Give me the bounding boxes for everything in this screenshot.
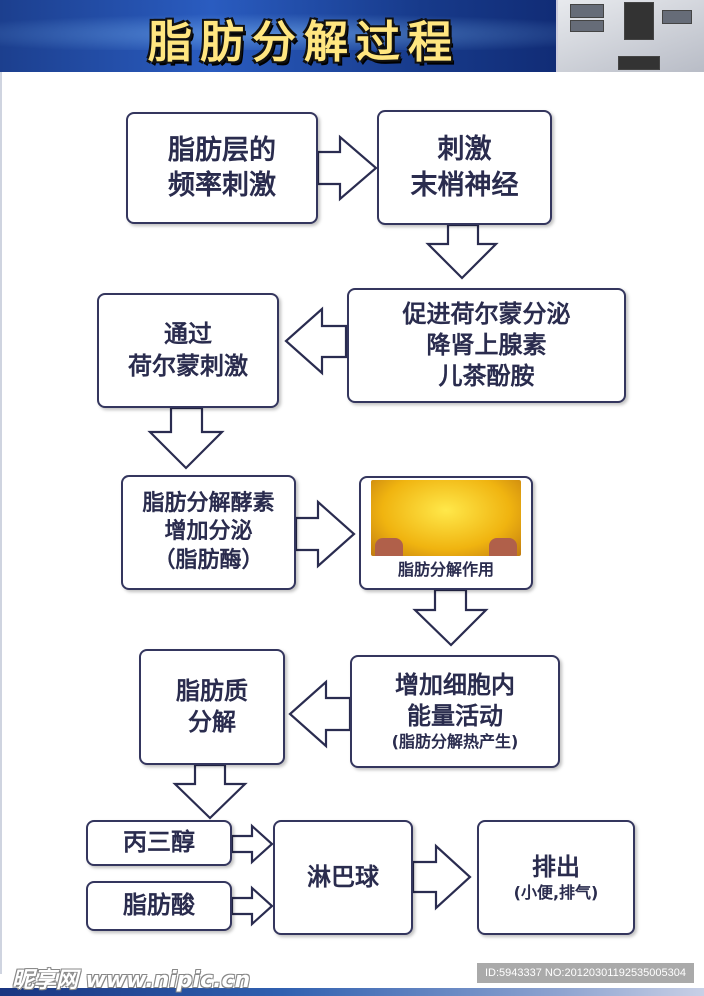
watermark-logo: 昵享网 www.nipic.cn	[12, 968, 251, 993]
box-text: 荷尔蒙刺激	[128, 351, 248, 380]
arrow-left-1	[284, 306, 348, 376]
device-image	[556, 0, 704, 72]
box-text: 脂肪层的	[168, 134, 276, 166]
box-fat-breakdown-photo: 脂肪分解作用	[359, 476, 533, 590]
box-text: 刺激	[437, 134, 492, 166]
box-glycerol: 丙三醇	[86, 820, 232, 866]
box-text: 分解	[188, 708, 236, 736]
box-text: 儿茶酚胺	[438, 362, 535, 391]
box-text: 排出	[532, 852, 580, 881]
box-text: （脂肪酶）	[153, 547, 264, 573]
page-title: 脂肪分解过程	[148, 17, 460, 68]
arrow-down-1	[425, 223, 499, 280]
box-text: 脂肪酸	[123, 891, 195, 920]
box-text: 降肾上腺素	[426, 330, 547, 359]
box-hormone-stimulation: 通过 荷尔蒙刺激	[97, 293, 279, 408]
box-text: (小便,排气)	[513, 882, 599, 902]
content-frame	[0, 72, 704, 974]
box-text: 淋巴球	[307, 862, 379, 891]
arrow-right-1	[316, 134, 378, 202]
photo-caption: 脂肪分解作用	[397, 559, 494, 579]
box-lipase-secretion: 脂肪分解酵素 增加分泌 （脂肪酶）	[121, 475, 296, 590]
box-text: 增加细胞内	[395, 670, 515, 699]
box-cell-energy: 增加细胞内 能量活动 (脂肪分解热产生)	[350, 655, 560, 768]
arrow-down-4	[172, 763, 248, 820]
box-lymphocyte: 淋巴球	[273, 820, 413, 935]
box-text: 能量活动	[407, 702, 503, 731]
box-text: 末梢神经	[410, 169, 519, 201]
box-text: 脂肪质	[176, 676, 248, 705]
box-text: 丙三醇	[123, 828, 195, 857]
box-fatty-acid: 脂肪酸	[86, 881, 232, 931]
arrow-left-2	[288, 679, 352, 749]
arrow-right-5	[411, 843, 472, 911]
box-text: (脂肪分解热产生)	[391, 732, 519, 752]
footer-banner	[0, 988, 704, 996]
box-text: 通过	[164, 320, 212, 349]
box-excretion: 排出 (小便,排气)	[477, 820, 635, 935]
box-hormone-secretion: 促进荷尔蒙分泌 降肾上腺素 儿茶酚胺	[347, 288, 626, 403]
box-fat-decomposition: 脂肪质 分解	[139, 649, 285, 765]
arrow-down-2	[147, 406, 225, 470]
arrow-down-3	[412, 588, 489, 647]
box-text: 频率刺激	[168, 170, 276, 201]
box-text: 增加分泌	[164, 519, 253, 545]
watermark-id: ID:5943337 NO:20120301192535005304	[476, 963, 694, 983]
arrow-right-3	[230, 823, 274, 865]
header-banner: 脂肪分解过程	[0, 0, 704, 72]
box-text: 脂肪分解酵素	[142, 490, 275, 516]
fat-tissue-photo	[371, 479, 521, 556]
arrow-right-4	[230, 885, 274, 927]
box-fat-layer-stimulation: 脂肪层的 频率刺激	[126, 112, 318, 224]
box-text: 促进荷尔蒙分泌	[402, 299, 571, 328]
box-nerve-stimulation: 刺激 末梢神经	[377, 110, 552, 225]
arrow-right-2	[294, 499, 356, 569]
